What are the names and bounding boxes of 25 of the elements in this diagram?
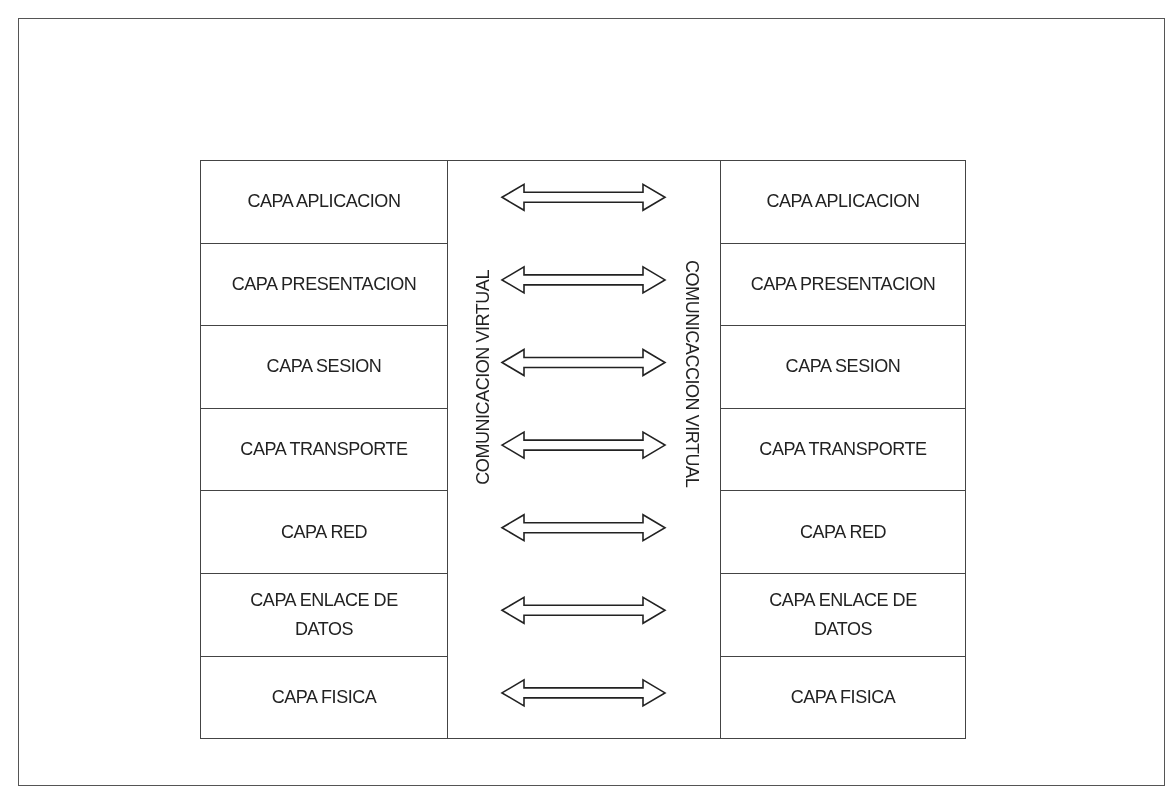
layer-box bbox=[720, 160, 966, 244]
double-arrow bbox=[500, 348, 667, 377]
double-arrow bbox=[500, 182, 667, 212]
layer-label: CAPA PRESENTACION bbox=[750, 272, 936, 296]
layer-label: CAPA TRANSPORTE bbox=[759, 438, 927, 462]
double-arrow bbox=[500, 595, 667, 625]
layer-label: CAPA ENLACE DE DATOS bbox=[768, 588, 918, 641]
layer-label: CAPA SESION bbox=[266, 355, 382, 379]
double-arrow bbox=[500, 678, 667, 708]
double-arrow bbox=[500, 513, 667, 543]
layer-label: CAPA ENLACE DE DATOS bbox=[249, 588, 399, 641]
layer-label: CAPA SESION bbox=[785, 355, 901, 379]
layer-label: CAPA APLICACION bbox=[247, 190, 401, 214]
layer-label: CAPA RED bbox=[799, 520, 887, 544]
layer-label: CAPA PRESENTACION bbox=[231, 272, 417, 296]
layer-box bbox=[720, 655, 966, 740]
layer-label: CAPA FISICA bbox=[790, 685, 896, 709]
double-arrow bbox=[500, 430, 667, 460]
layer-box bbox=[200, 655, 448, 740]
layer-label: CAPA RED bbox=[280, 520, 368, 544]
layer-label: CAPA APLICACION bbox=[766, 190, 920, 214]
layer-box bbox=[200, 160, 448, 244]
double-arrow bbox=[500, 265, 667, 295]
layer-label: CAPA TRANSPORTE bbox=[240, 438, 408, 462]
layer-label: CAPA FISICA bbox=[271, 685, 377, 709]
